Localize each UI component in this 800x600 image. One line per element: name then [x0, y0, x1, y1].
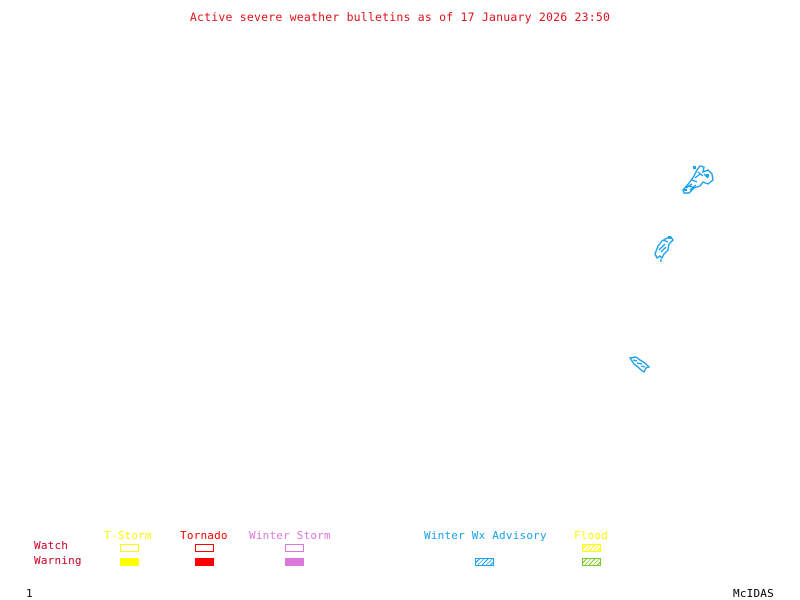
legend-row-warning: Warning	[34, 554, 82, 567]
legend-header-winter-storm: Winter Storm	[249, 529, 331, 542]
swatch-tornado-watch	[195, 544, 214, 552]
legend-header-winter-wx-advisory: Winter Wx Advisory	[424, 529, 547, 542]
frame-number: 1	[26, 587, 33, 600]
swatch-flood-watch	[582, 544, 601, 552]
advisory-area-southeast[interactable]	[628, 356, 651, 374]
swatch-tornado-warning	[195, 558, 214, 566]
swatch-flood-warning	[582, 558, 601, 566]
legend-header-flood: Flood	[574, 529, 609, 542]
map-title: Active severe weather bulletins as of 17…	[189, 10, 611, 24]
advisory-area-central[interactable]	[654, 236, 674, 262]
brand-label: McIDAS	[733, 587, 774, 600]
swatch-winter-wx-advisory	[475, 558, 494, 566]
legend-row-watch: Watch	[34, 539, 69, 552]
swatch-tstorm-watch	[120, 544, 139, 552]
swatch-tstorm-warning	[120, 558, 139, 566]
legend-header-tornado: Tornado	[180, 529, 228, 542]
advisory-area-northeast[interactable]	[682, 165, 714, 194]
legend-header-tstorm: T-Storm	[104, 529, 152, 542]
swatch-winter-storm-warning	[285, 558, 304, 566]
swatch-winter-storm-watch	[285, 544, 304, 552]
